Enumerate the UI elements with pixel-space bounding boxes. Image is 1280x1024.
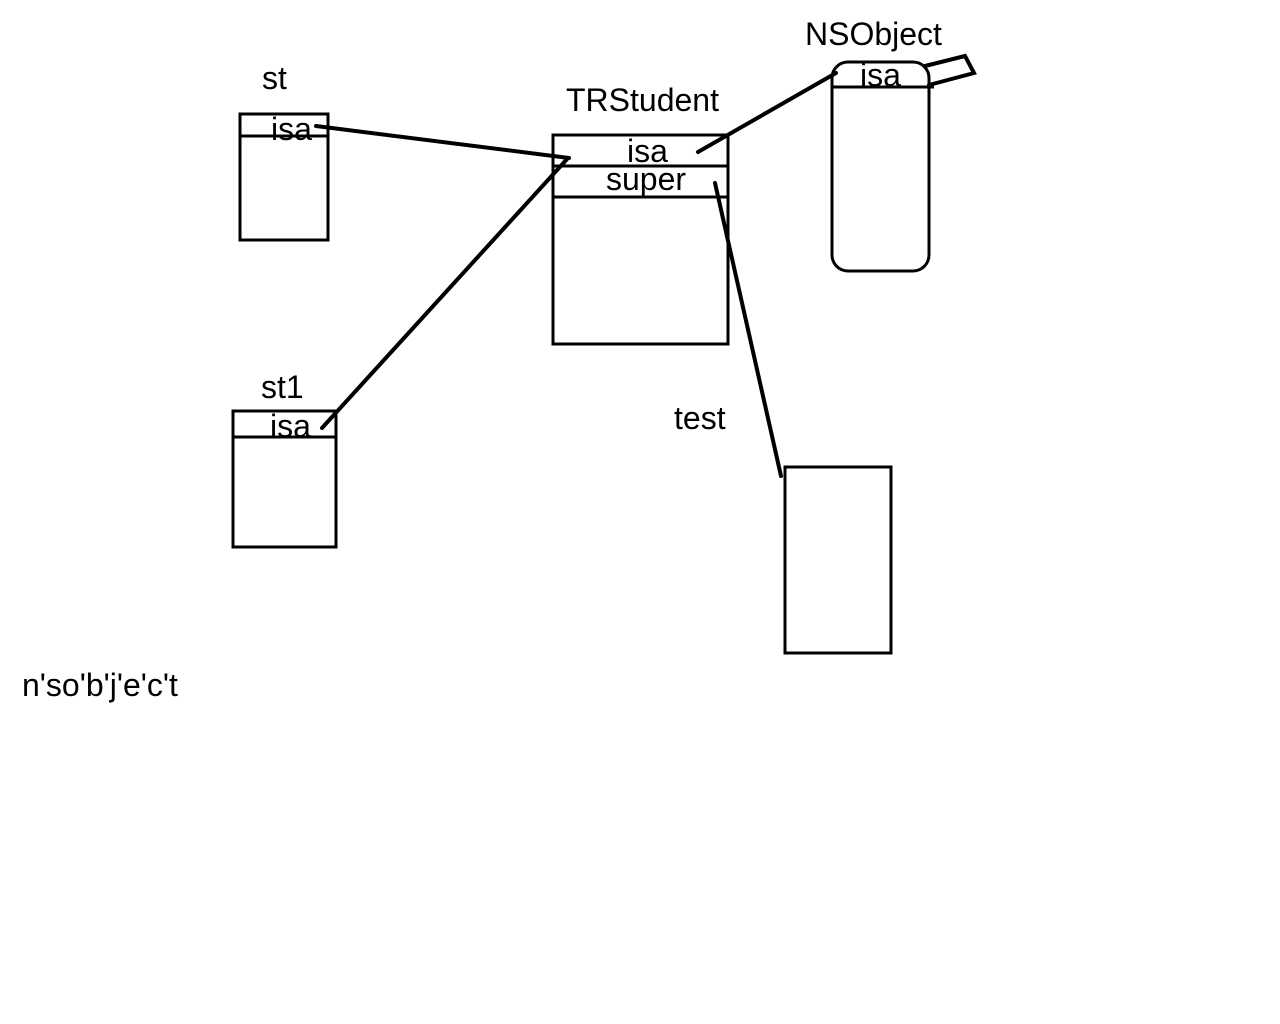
- nsobject-label: NSObject: [805, 16, 942, 52]
- st1-isa-field: isa: [270, 408, 311, 444]
- footer-note: n'so'b'j'e'c't: [22, 667, 178, 703]
- trstudent-isa-field: isa: [627, 133, 668, 169]
- st-isa-field: isa: [271, 111, 312, 147]
- trstudent-label: TRStudent: [566, 82, 719, 118]
- st1-isa-pointer: [320, 156, 570, 430]
- st-label: st: [262, 60, 287, 96]
- trstudent-isa-pointer: [696, 71, 838, 154]
- st1-object: st1 isa: [231, 369, 338, 549]
- st-object: st isa: [238, 60, 330, 242]
- st-isa-pointer: [314, 124, 571, 160]
- st1-label: st1: [261, 369, 304, 405]
- nsobject-class-object: NSObject isa: [805, 16, 942, 273]
- trstudent-super-pointer: [713, 181, 783, 478]
- test-label: test: [674, 400, 726, 436]
- test-box: [783, 465, 893, 655]
- trstudent-class-object: TRStudent isa super: [551, 82, 730, 346]
- test-object: test: [674, 400, 893, 655]
- trstudent-super-field: super: [606, 161, 686, 197]
- nsobject-isa-self-loop: [923, 53, 977, 87]
- nsobject-box: [830, 60, 931, 273]
- nsobject-isa-field: isa: [860, 57, 901, 93]
- st-box: [238, 112, 330, 242]
- st1-box: [231, 409, 338, 549]
